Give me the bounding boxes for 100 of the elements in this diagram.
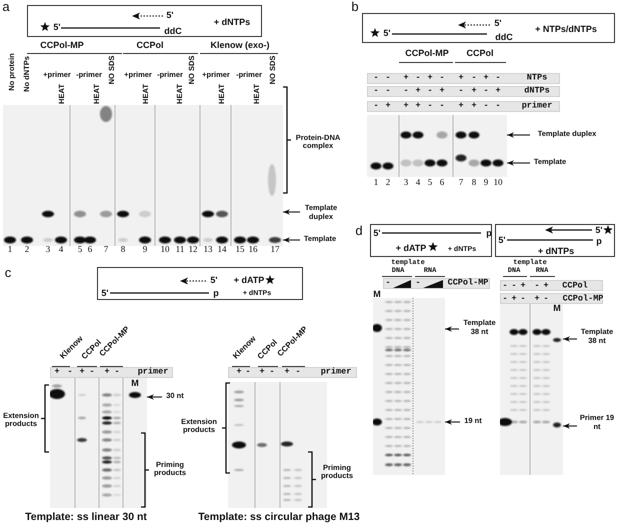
marker-lane-label: M — [373, 290, 381, 300]
strand-end-label: 5' — [210, 276, 218, 286]
reagent-label: + dNTPs — [538, 247, 574, 257]
condition-sign: + — [54, 367, 60, 377]
reagent-label: + dNTPs — [214, 18, 250, 28]
arrow — [562, 336, 578, 342]
lane-number: 9 — [484, 178, 488, 188]
condition-sign: + — [259, 367, 265, 377]
lane-number: 7 — [104, 245, 108, 255]
arrow — [282, 209, 300, 215]
lane-number: 1 — [8, 245, 12, 255]
lane-number: 2 — [24, 245, 30, 255]
condition-sign: - — [385, 73, 391, 83]
condition-sign: + — [427, 73, 433, 83]
condition-sign: - — [458, 86, 464, 96]
schematic-box — [370, 224, 492, 257]
gel-image — [373, 298, 445, 475]
arrow — [444, 326, 460, 332]
gel-image — [3, 105, 283, 246]
lane-number: 5 — [78, 245, 82, 255]
gel-caption: Template: ss circular phage M13 — [198, 512, 360, 524]
strand-end-label: 5' — [53, 23, 61, 33]
lane-number: 11 — [176, 245, 184, 255]
lane-number: 4 — [416, 178, 420, 188]
row-label: CCPol-MP — [562, 294, 604, 304]
lane-group-header: CCPol-MP — [40, 41, 84, 51]
condition-sign: + — [236, 367, 242, 377]
condition-sign: - — [245, 367, 251, 377]
condition-sign: - — [543, 294, 549, 304]
strand-end-label: 5' — [166, 11, 174, 21]
condition-sign: + — [543, 281, 549, 291]
condition-sign: + — [79, 367, 85, 377]
lane-number: 10 — [494, 178, 502, 188]
lane-number: 16 — [248, 245, 258, 255]
condition-sign: + — [495, 86, 501, 96]
gel-image — [367, 115, 507, 177]
lane-number: 15 — [236, 245, 244, 255]
gel-image — [500, 303, 563, 475]
condition-sign: - — [385, 278, 391, 288]
condition-sign: - — [511, 281, 517, 291]
lane-number: 3 — [404, 178, 408, 188]
condition-sign: - — [89, 367, 95, 377]
lane-group-header: CCPol — [466, 49, 494, 59]
lane-group-header: CCPol — [136, 41, 164, 51]
strand-end-label: ddC — [164, 27, 182, 37]
condition-sign: - — [114, 367, 120, 377]
condition-sign: - — [373, 86, 379, 96]
condition-sign: - — [495, 101, 501, 111]
condition-sign: - — [534, 281, 540, 291]
row-label: primer — [320, 367, 352, 377]
row-label: dNTPs — [524, 86, 550, 96]
reagent-label: + dATP — [396, 244, 426, 254]
arrow — [506, 160, 530, 166]
strand-end-label: p — [596, 237, 602, 247]
condition-sign: + — [104, 367, 110, 377]
condition-sign: + — [415, 101, 421, 111]
strand-end-label: p — [213, 289, 219, 299]
condition-sign: + — [385, 101, 391, 111]
row-label: primer — [522, 101, 552, 111]
lane-number: 10 — [160, 245, 170, 255]
lane-number: 5 — [428, 178, 432, 188]
panel-letter: d — [355, 224, 363, 238]
lane-number: 2 — [386, 178, 390, 188]
arrow — [506, 132, 530, 138]
row-label: primer — [138, 367, 168, 377]
arrow — [562, 423, 578, 429]
condition-sign: + — [415, 86, 421, 96]
lane-number: 8 — [472, 178, 476, 188]
condition-sign: + — [511, 294, 517, 304]
lane-number: 13 — [204, 245, 212, 255]
strand-end-label: 5' — [373, 229, 381, 239]
condition-sign: - — [439, 73, 445, 83]
condition-sign: + — [458, 73, 464, 83]
lane-number: 1 — [374, 178, 378, 188]
condition-sign: - — [471, 73, 477, 83]
lane-number: 6 — [88, 245, 92, 255]
lane-number: 6 — [440, 178, 444, 188]
arrow — [282, 237, 300, 243]
condition-sign: + — [483, 73, 489, 83]
lane-number: 9 — [142, 245, 148, 255]
condition-sign: + — [403, 101, 409, 111]
panel-letter: b — [351, 0, 359, 14]
condition-sign: + — [439, 86, 445, 96]
row-label: NTPs — [526, 73, 548, 83]
lane-number: 12 — [188, 245, 198, 255]
panel-letter: a — [2, 0, 10, 14]
condition-sign: + — [403, 73, 409, 83]
lane-number: 8 — [120, 245, 126, 255]
lane-number: 17 — [270, 245, 280, 255]
schematic-box — [97, 267, 303, 300]
schematic-box — [495, 224, 615, 257]
strand-end-label: 5' — [494, 19, 502, 29]
condition-sign: - — [427, 86, 433, 96]
condition-sign: - — [67, 367, 73, 377]
condition-sign: + — [520, 281, 526, 291]
condition-sign: + — [534, 294, 540, 304]
condition-sign: - — [403, 86, 409, 96]
condition-sign: - — [373, 73, 379, 83]
condition-sign: + — [471, 86, 477, 96]
gel-image — [50, 378, 147, 508]
